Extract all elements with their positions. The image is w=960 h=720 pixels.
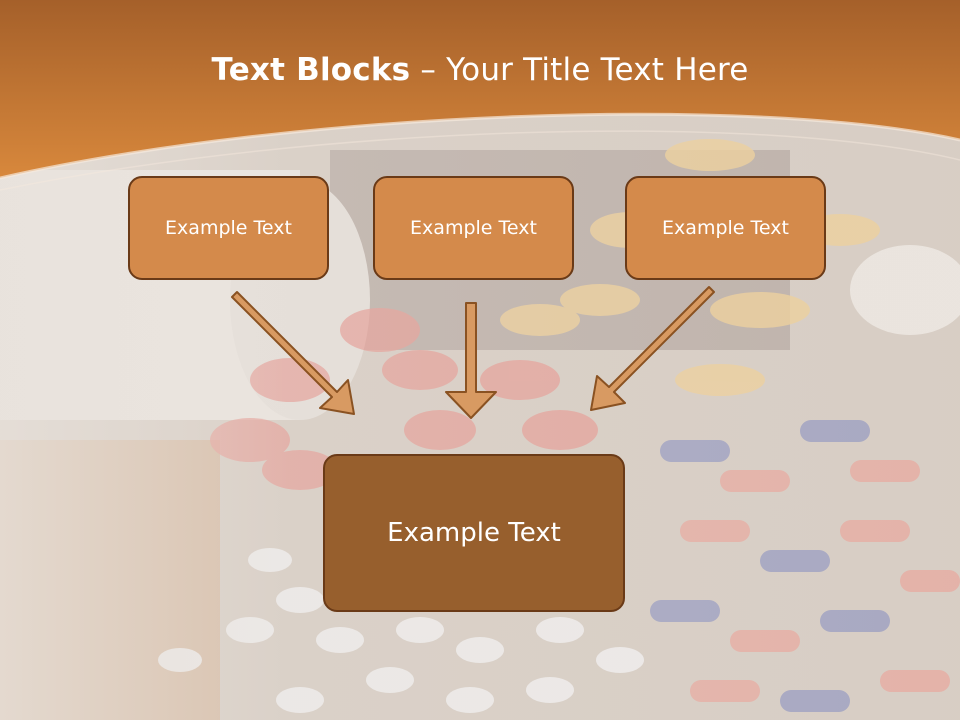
- title-dash: –: [410, 52, 447, 88]
- text-block-2[interactable]: Example Text: [373, 176, 574, 280]
- title-rest: Your Title Text Here: [446, 52, 749, 88]
- text-block-3[interactable]: Example Text: [625, 176, 826, 280]
- text-block-3-label: Example Text: [662, 217, 789, 239]
- text-block-1-label: Example Text: [165, 217, 292, 239]
- title-bold-part: Text Blocks: [211, 52, 411, 88]
- text-block-2-label: Example Text: [410, 217, 537, 239]
- text-block-1[interactable]: Example Text: [128, 176, 329, 280]
- text-block-main-label: Example Text: [387, 518, 561, 548]
- slide-title: Text Blocks – Your Title Text Here: [0, 52, 960, 88]
- text-block-main[interactable]: Example Text: [323, 454, 625, 612]
